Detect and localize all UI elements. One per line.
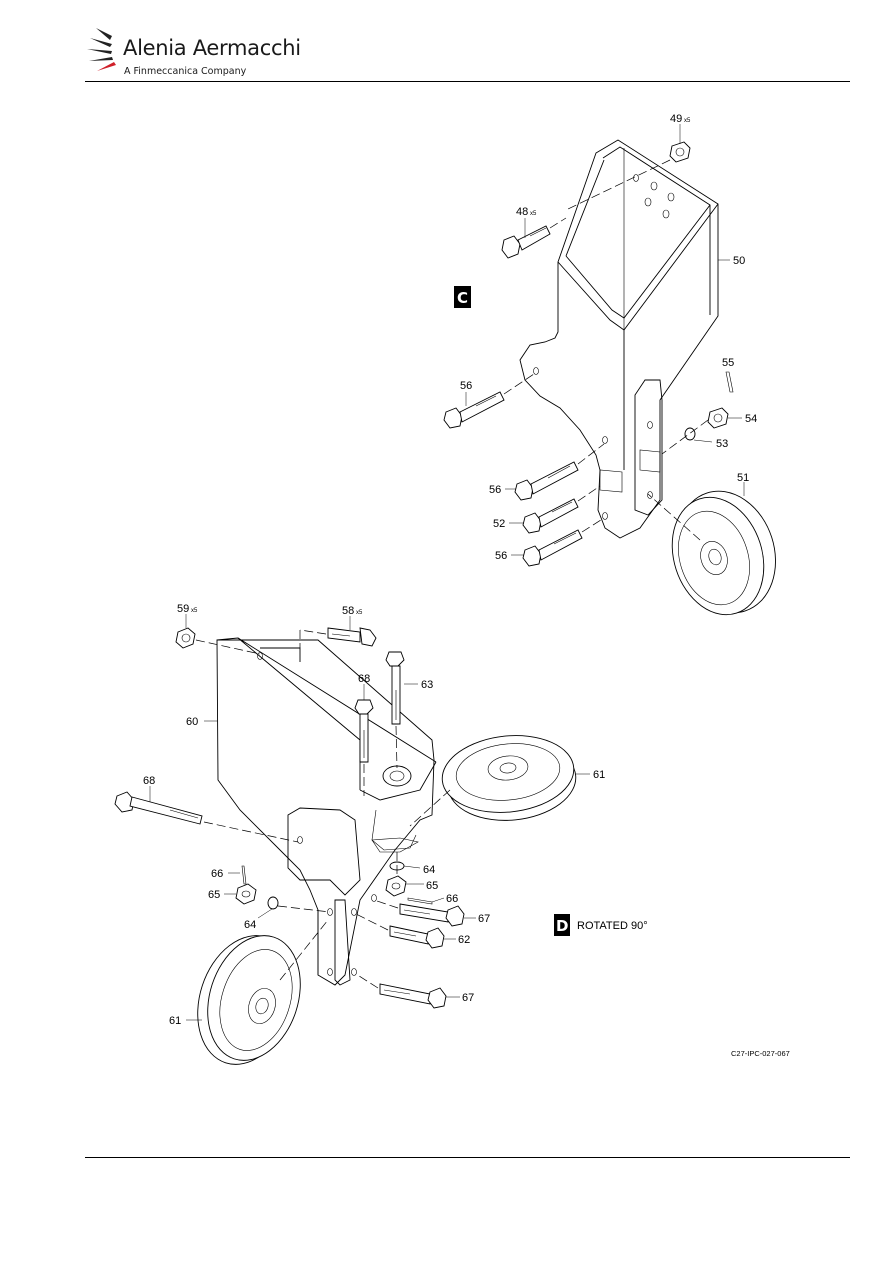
brand-tagline: A Finmeccanica Company <box>124 66 247 77</box>
callout-58-qty: x5 <box>356 610 363 616</box>
callout-55: 55 <box>722 357 734 369</box>
bolt-67-upper <box>399 903 465 927</box>
callout-66-right: 66 <box>446 893 458 905</box>
view-d-assembly: 59 x5 58 x5 63 68 60 68 61 64 65 66 66 6… <box>114 603 648 1065</box>
callout-60: 60 <box>186 716 198 728</box>
castle-nut-65-lower <box>235 883 257 905</box>
pulley-51 <box>671 490 776 616</box>
callout-53: 53 <box>716 438 728 450</box>
pulley-61-upper <box>441 735 577 821</box>
callout-56-upper: 56 <box>460 380 472 392</box>
cotter-pin-66-left <box>241 865 247 885</box>
callout-58: 58 <box>342 605 354 617</box>
callout-59: 59 <box>177 603 189 615</box>
callout-51: 51 <box>737 472 749 484</box>
bolt-58 <box>327 627 377 647</box>
view-c-assembly: C <box>443 113 776 616</box>
callout-65-lower: 65 <box>208 889 220 901</box>
washer-64-lower <box>267 896 279 910</box>
washer-53 <box>684 427 696 441</box>
callout-49-qty: x5 <box>684 118 691 124</box>
pulley-61-lower <box>197 935 301 1065</box>
callout-67-lower: 67 <box>462 992 474 1004</box>
callout-48-qty: x5 <box>530 211 537 217</box>
view-d-letter: D <box>556 917 568 935</box>
cotter-pin-55 <box>725 371 734 393</box>
callout-63: 63 <box>421 679 433 691</box>
nut-49 <box>669 141 691 163</box>
page-header: Alenia Aermacchi A Finmeccanica Company <box>0 0 893 82</box>
castle-nut-54 <box>707 407 729 429</box>
callout-68-horizontal: 68 <box>143 775 155 787</box>
company-logo-icon <box>87 28 116 71</box>
bolt-68-vertical <box>354 699 374 763</box>
callout-68-vertical: 68 <box>358 673 370 685</box>
callout-64-upper: 64 <box>423 864 435 876</box>
view-d-badge <box>554 914 570 936</box>
bolt-62 <box>389 925 445 949</box>
bolt-52 <box>522 498 579 534</box>
callout-49: 49 <box>670 113 682 125</box>
callout-56-lower: 56 <box>495 550 507 562</box>
bolt-48 <box>501 225 551 259</box>
bolt-67-lower <box>379 983 447 1009</box>
header-rule <box>85 81 850 82</box>
brand-name: Alenia Aermacchi <box>123 36 301 60</box>
callout-59-qty: x5 <box>191 608 198 614</box>
bolt-56-upper <box>443 391 505 429</box>
callout-66-left: 66 <box>211 868 223 880</box>
callout-50: 50 <box>733 255 745 267</box>
cotter-pin-66-right <box>407 897 433 905</box>
nut-59 <box>175 627 196 649</box>
footer-rule <box>85 1157 850 1158</box>
callout-62: 62 <box>458 934 470 946</box>
callout-61-upper: 61 <box>593 769 605 781</box>
bolt-56-lower <box>522 529 583 567</box>
callout-54: 54 <box>745 413 757 425</box>
figure-id: C27-IPC-027-067 <box>731 1049 790 1058</box>
bracket-50 <box>519 139 719 539</box>
view-c-badge <box>454 286 471 308</box>
callout-64-lower: 64 <box>244 919 256 931</box>
view-d-caption: ROTATED 90° <box>577 920 648 932</box>
callout-67-upper: 67 <box>478 913 490 925</box>
callout-56-middle: 56 <box>489 484 501 496</box>
bolt-56-middle <box>514 461 579 501</box>
callout-52: 52 <box>493 518 505 530</box>
view-c-letter: C <box>457 289 468 307</box>
callout-65-upper: 65 <box>426 880 438 892</box>
callout-48: 48 <box>516 206 528 218</box>
bolt-63 <box>385 651 405 725</box>
callout-61-lower: 61 <box>169 1015 181 1027</box>
bracket-60 <box>216 639 435 986</box>
bolt-68-horizontal <box>114 791 203 825</box>
castle-nut-65-upper <box>385 875 407 897</box>
